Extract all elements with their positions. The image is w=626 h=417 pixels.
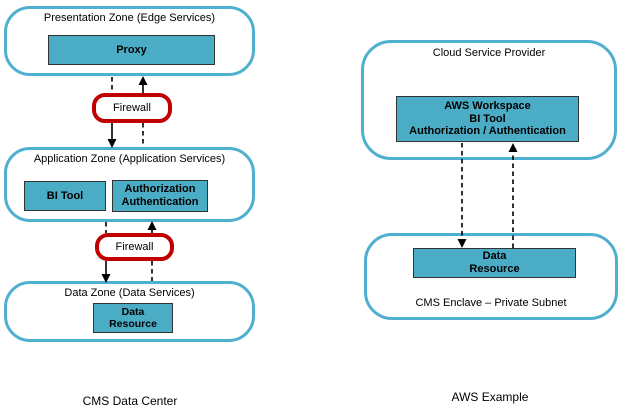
- zone-enclave-title: CMS Enclave – Private Subnet: [415, 297, 567, 309]
- arrow-firewall2-to-application: [147, 221, 157, 233]
- zone-presentation-title: Presentation Zone (Edge Services): [43, 12, 216, 24]
- zone-application-title: Application Zone (Application Services): [33, 153, 226, 165]
- arrow-firewall2-to-data: [101, 261, 111, 283]
- arrow-firewall1-to-application: [107, 123, 117, 148]
- zone-cloud-title: Cloud Service Provider: [432, 47, 546, 59]
- zone-data-title: Data Zone (Data Services): [64, 287, 195, 299]
- firewall-1: Firewall: [92, 93, 172, 123]
- arrow-firewall1-to-presentation: [138, 76, 148, 93]
- bi-tool-box: BI Tool: [24, 181, 106, 211]
- caption-aws-example: AWS Example: [451, 390, 529, 404]
- data-resource-box-left: Data Resource: [93, 303, 173, 333]
- aws-workspace-box: AWS Workspace BI Tool Authorization / Au…: [396, 96, 579, 142]
- data-resource-box-right: Data Resource: [413, 248, 576, 278]
- caption-cms-data-center: CMS Data Center: [82, 394, 178, 408]
- firewall-2: Firewall: [95, 233, 174, 261]
- proxy-box: Proxy: [48, 35, 215, 65]
- authorization-authentication-box: Authorization Authentication: [112, 180, 208, 212]
